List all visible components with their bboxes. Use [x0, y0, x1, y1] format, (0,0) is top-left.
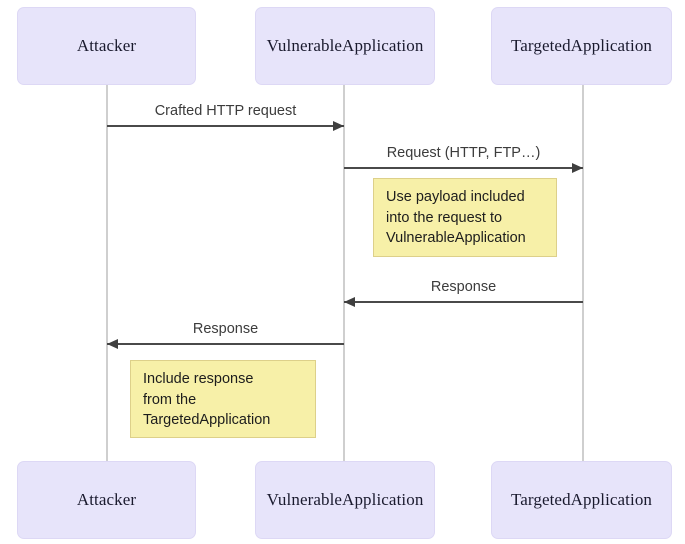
arrowhead-right-icon — [333, 121, 344, 131]
note-include-response: Include response from the TargetedApplic… — [130, 360, 316, 438]
note-line: from the — [143, 391, 197, 408]
participant-label-attacker-bottom: Attacker — [76, 490, 137, 509]
arrowhead-left-icon — [344, 297, 355, 307]
note-use-payload: Use payload included into the request to… — [373, 178, 557, 257]
lifeline-attacker — [106, 85, 108, 461]
message-line — [344, 301, 583, 303]
message-label: Response — [430, 279, 497, 295]
participant-box-vulnerable-application-bottom[interactable]: VulnerableApplication — [255, 461, 435, 539]
message-label: Response — [192, 321, 259, 337]
arrowhead-right-icon — [572, 163, 583, 173]
lifeline-targeted-application — [582, 85, 584, 461]
arrowhead-left-icon — [107, 339, 118, 349]
participant-box-targeted-application-bottom[interactable]: TargetedApplication — [491, 461, 672, 539]
participant-label-targeted-application-top: TargetedApplication — [510, 36, 653, 55]
participant-box-attacker-top[interactable]: Attacker — [17, 7, 196, 85]
note-line: into the request to — [386, 209, 503, 226]
participant-label-targeted-application-bottom: TargetedApplication — [510, 490, 653, 509]
participant-label-attacker-top: Attacker — [76, 36, 137, 55]
message-label: Crafted HTTP request — [154, 103, 297, 119]
note-line: VulnerableApplication — [386, 230, 526, 247]
message-label: Request (HTTP, FTP…) — [386, 145, 541, 161]
message-line — [344, 167, 583, 169]
note-line: Include response — [143, 371, 254, 387]
participant-label-vulnerable-application-bottom: VulnerableApplication — [266, 490, 424, 509]
message-line — [107, 343, 344, 345]
lifeline-vulnerable-application — [343, 85, 345, 461]
message-line — [107, 125, 344, 127]
participant-box-vulnerable-application-top[interactable]: VulnerableApplication — [255, 7, 435, 85]
note-line: TargetedApplication — [143, 412, 271, 429]
participant-box-attacker-bottom[interactable]: Attacker — [17, 461, 196, 539]
note-line: Use payload included — [386, 189, 525, 205]
participant-box-targeted-application-top[interactable]: TargetedApplication — [491, 7, 672, 85]
participant-label-vulnerable-application-top: VulnerableApplication — [266, 36, 424, 55]
